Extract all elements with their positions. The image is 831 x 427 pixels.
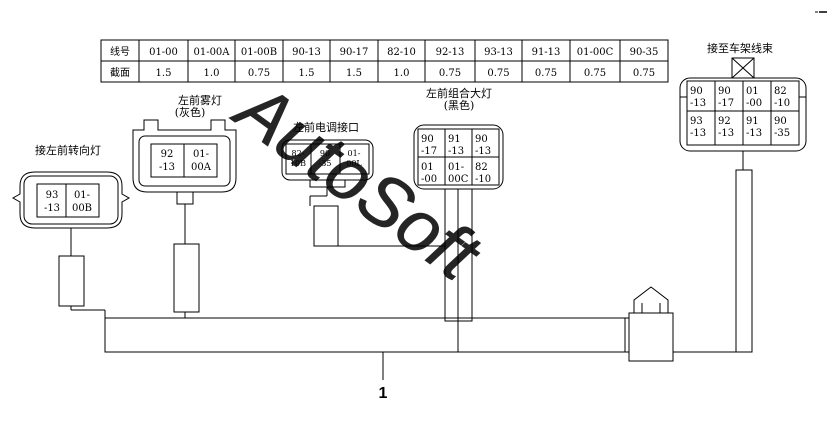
combination-lamp-connector: 左前组合大灯 (黑色) 90-1791-1390-1301-0001-00C82… [413,86,504,190]
wire-number-cell: 90-17 [340,47,369,58]
wire-number-cell: 01-00C [577,47,614,58]
frame-pin-label: -13 [718,128,734,139]
frame-pin-label: -10 [774,98,790,109]
turn-light-connector: 接左前转向灯 93 -13 01- 00B [11,143,131,229]
section-cell: 1.0 [394,68,410,79]
motor-connector-label: 左前电调接口 [293,120,359,134]
section-cell: 1.5 [346,68,362,79]
frame-pin-label: -13 [690,128,706,139]
frame-harness-connector: 接至车架线束 90-1390-1701-0082-1093-1392-1391-… [679,41,807,152]
turn-pin-1-line1: 01- [74,190,90,201]
harness-wires: 1 [58,151,753,402]
section-cell: 0.75 [633,68,655,79]
fog-light-sublabel: (灰色) [175,105,206,119]
turn-pin-0-line1: 93 [46,190,59,201]
motor-pin-2-line2: 00L [346,159,362,168]
motor-pin-1-line1: 90 [320,149,330,158]
wire-number-cell: 01-00A [193,47,230,58]
lamp-pin-label: 00C [448,174,469,185]
turn-pin-0-line2: -13 [44,203,60,214]
lamp-pin-label: 90 [421,134,434,145]
frame-pin-label: 92 [718,116,731,127]
frame-pin-label: 90 [774,116,787,127]
frame-pin-label: 90 [690,86,703,97]
wire-spec-table: 线号 截面 01-00 1.5 01-00A 1.0 01-00B 0.75 90-13 1.… [100,39,669,83]
frame-pin-label: 82 [774,86,787,97]
lamp-pin-label: -17 [421,146,437,157]
wire-number-cell: 82-10 [387,47,416,58]
frame-pin-label: 93 [690,116,703,127]
wire-number-cell: 01-00 [149,47,178,58]
section-cell: 0.75 [439,68,461,79]
combination-lamp-label: 左前组合大灯 [426,86,492,100]
section-cell: 0.75 [584,68,606,79]
lamp-pin-label: -10 [475,174,491,185]
section-cell: 0.75 [535,68,557,79]
combination-lamp-sublabel: (黑色) [444,98,475,112]
section-cell: 0.75 [487,68,509,79]
frame-pin-label: 91 [746,116,759,127]
section-cell: 1.5 [156,68,172,79]
frame-pin-label: -35 [774,128,790,139]
fog-pin-0-line1: 92 [161,149,174,160]
section-cell: 0.75 [248,68,270,79]
lamp-pin-label: 82 [475,162,488,173]
frame-pin-label: 01 [746,86,759,97]
frame-harness-label: 接至车架线束 [707,41,773,55]
lamp-pin-label: 91 [448,134,461,145]
wire-number-cell: 91-13 [532,47,561,58]
motor-pin-0-line1: 82- [292,149,305,158]
fog-pin-1-line1: 01- [193,149,209,160]
wire-number-header: 线号 [110,45,130,58]
frame-pin-label: -00 [746,98,762,109]
fog-light-label: 左前雾灯 [178,93,222,107]
lamp-pin-label: 01 [421,162,434,173]
wire-number-cell: 90-35 [630,47,659,58]
motor-pin-1-line2: -35 [319,159,332,168]
fog-pin-0-line2: -13 [159,162,175,173]
wire-number-cell: 01-00B [241,47,277,58]
fog-light-connector: 左前雾灯 (灰色) 92 -13 01- 00A [132,93,237,205]
section-cell: 1.5 [299,68,315,79]
lamp-pin-label: -00 [421,174,437,185]
section-cell: 1.0 [204,68,220,79]
lamp-pin-label: 90 [475,134,488,145]
motor-pin-0-line2: 10B [290,159,306,168]
lamp-pin-label: -13 [448,146,464,157]
fog-pin-1-line2: 00A [191,162,212,173]
frame-pin-label: -13 [746,128,762,139]
motor-connector: 左前电调接口 82- 10B 90 -35 01- 00L [281,120,374,188]
harness-number: 1 [379,385,388,402]
wire-number-cell: 93-13 [484,47,513,58]
turn-pin-1-line2: 00B [72,203,92,214]
lamp-pin-label: 01- [448,162,464,173]
section-header: 截面 [110,66,130,79]
frame-pin-label: -17 [718,98,734,109]
wire-number-cell: 90-13 [292,47,321,58]
frame-pin-label: 90 [718,86,731,97]
wire-number-cell: 92-13 [436,47,465,58]
turn-light-label: 接左前转向灯 [35,143,101,157]
lamp-pin-label: -13 [475,146,491,157]
frame-pin-label: -13 [690,98,706,109]
motor-pin-2-line1: 01- [348,149,361,158]
